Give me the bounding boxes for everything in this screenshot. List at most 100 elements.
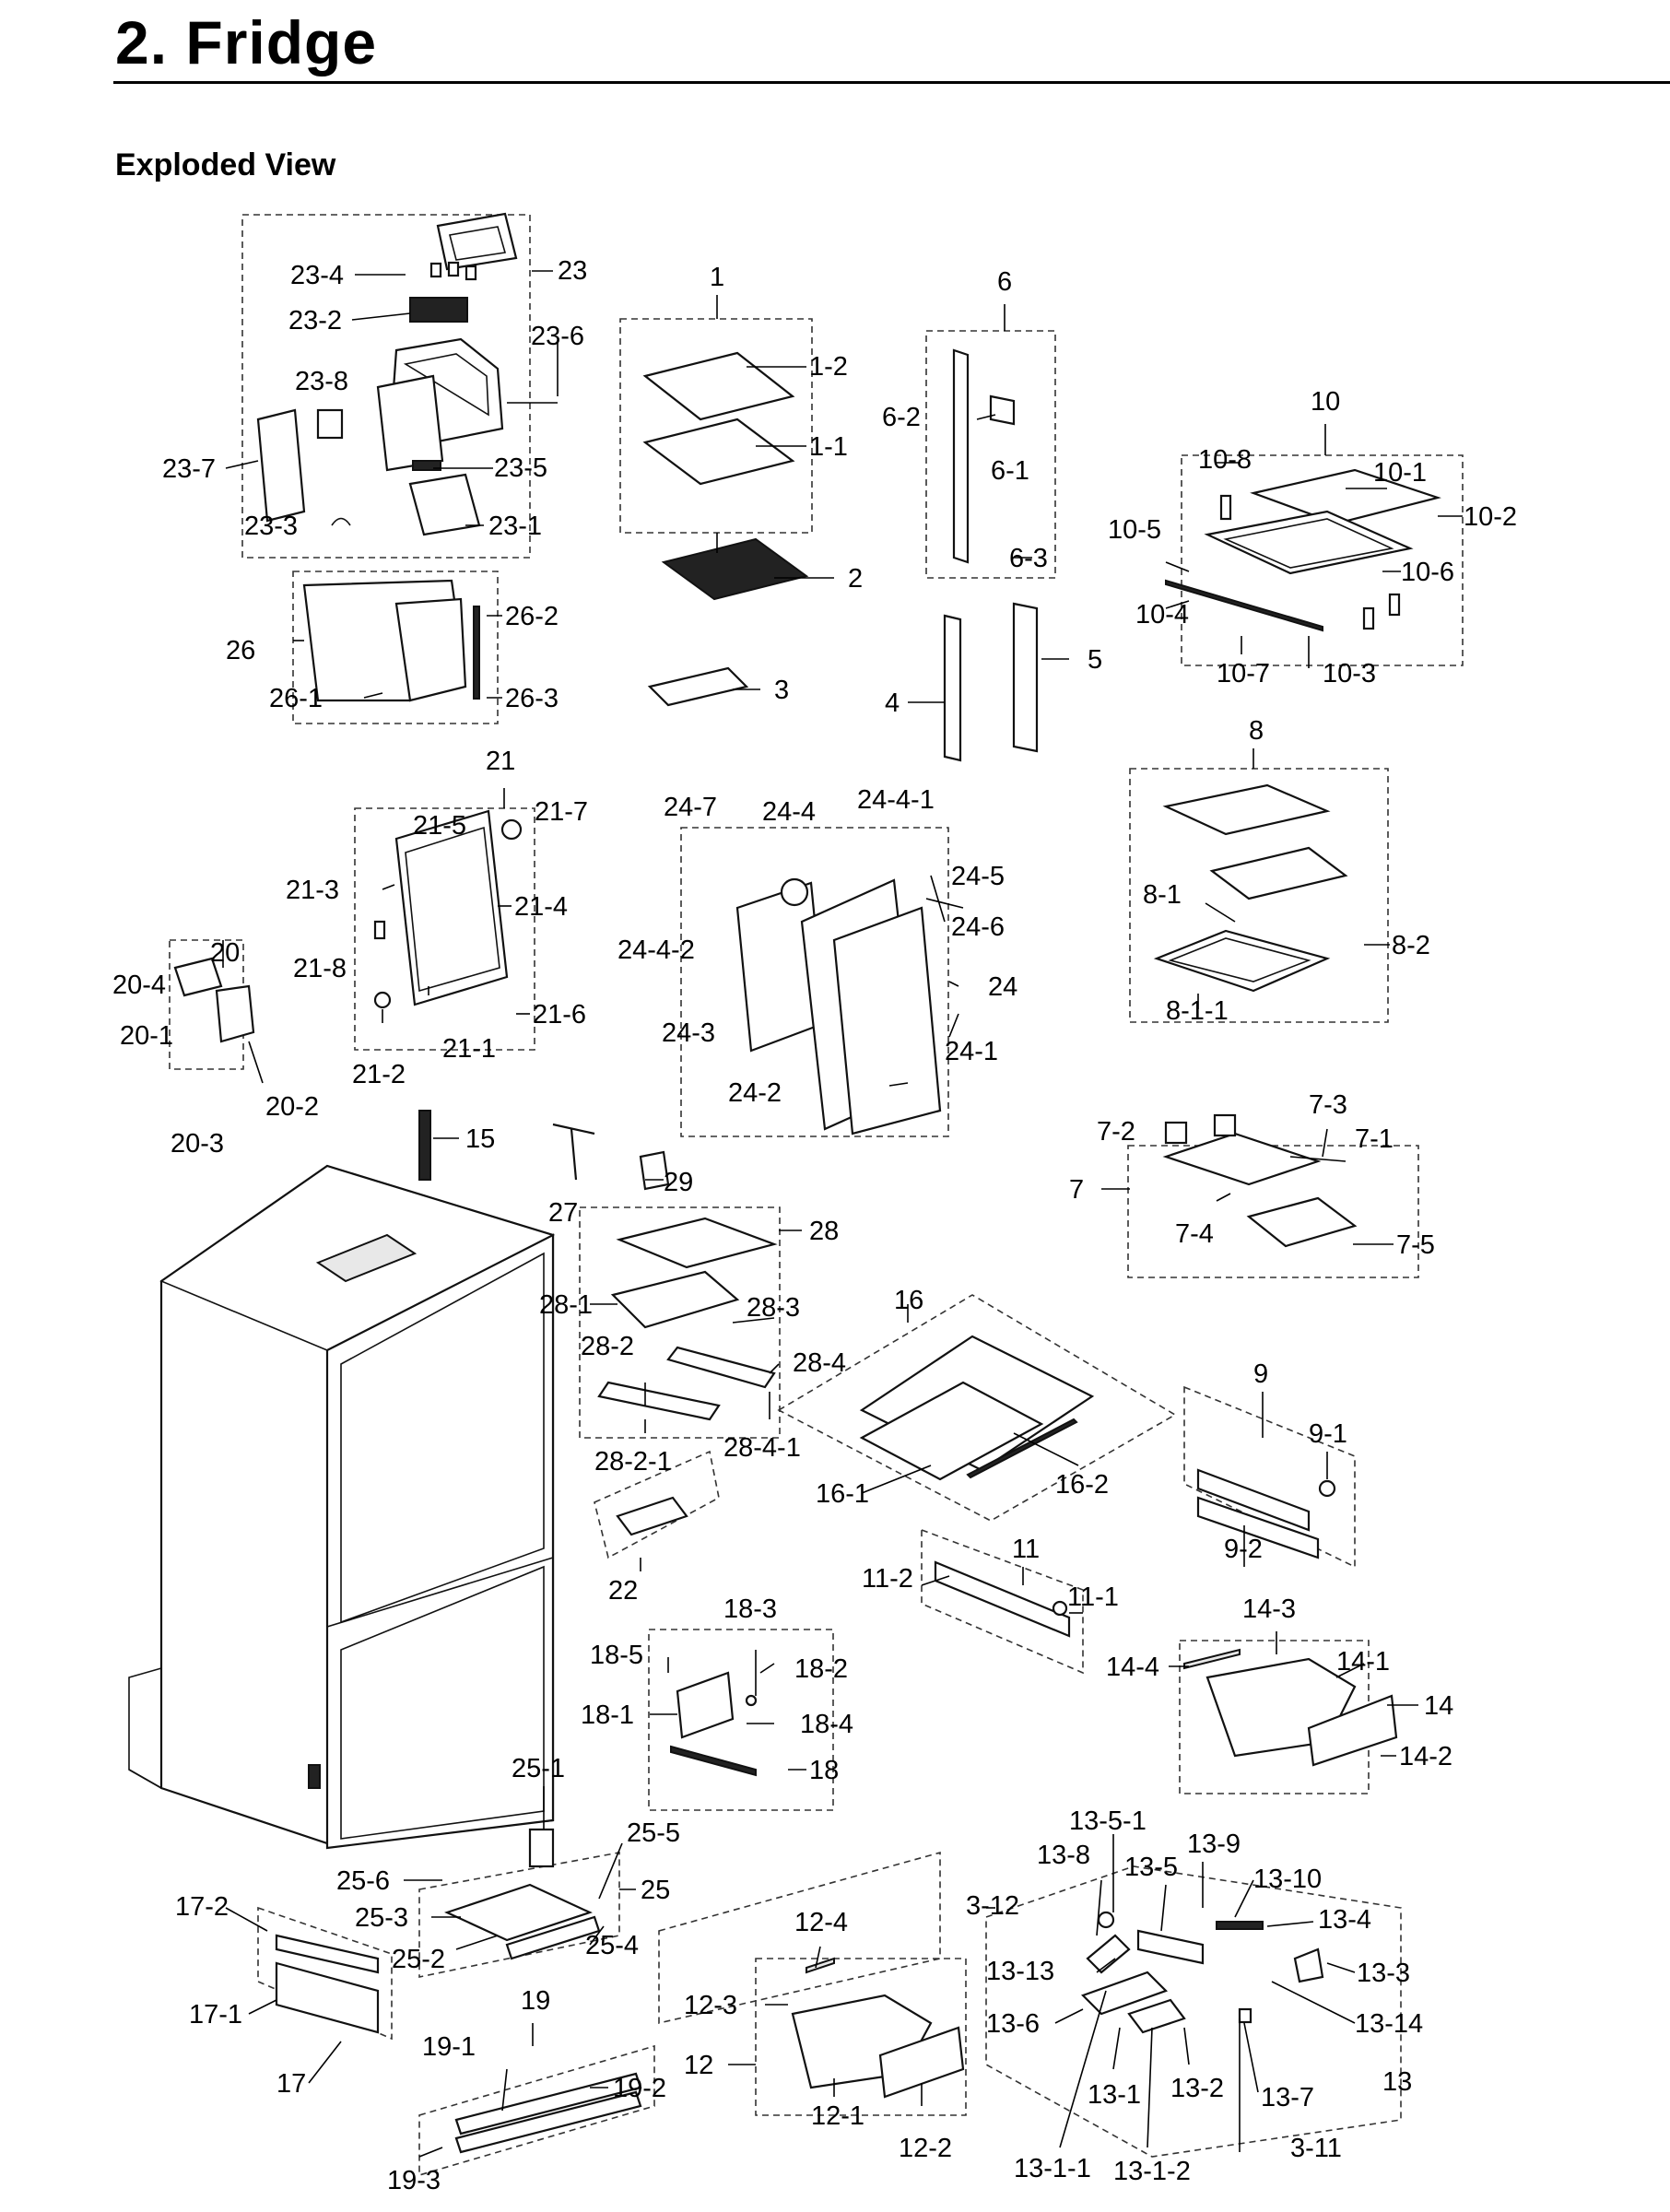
label-24-3: 24-3 xyxy=(662,1018,715,1048)
label-13: 13 xyxy=(1382,2067,1412,2097)
label-14-2: 14-2 xyxy=(1399,1742,1452,1771)
label-22: 22 xyxy=(608,1576,638,1606)
label-19-3: 19-3 xyxy=(387,2166,441,2195)
label-16-2: 16-2 xyxy=(1055,1470,1109,1500)
label-9-1: 9-1 xyxy=(1309,1419,1347,1449)
label-23: 23 xyxy=(558,256,587,286)
label-19: 19 xyxy=(521,1986,550,2016)
freezer-shelf-parts xyxy=(642,351,809,707)
label-23-4: 23-4 xyxy=(290,261,344,290)
section-title: Exploded View xyxy=(115,147,336,182)
label-8-2: 8-2 xyxy=(1392,931,1430,960)
label-5: 5 xyxy=(1088,645,1102,675)
label-19-2: 19-2 xyxy=(613,2074,666,2103)
label-13-9: 13-9 xyxy=(1187,1830,1241,1859)
label-20-1: 20-1 xyxy=(120,1021,173,1051)
label-18: 18 xyxy=(809,1756,839,1785)
label-10-5: 10-5 xyxy=(1108,515,1161,545)
cover-assembly-19 xyxy=(454,2072,642,2154)
label-21-6: 21-6 xyxy=(533,1000,586,1030)
label-8-1: 8-1 xyxy=(1143,880,1182,910)
label-16: 16 xyxy=(894,1286,923,1315)
label-11-1: 11-1 xyxy=(1067,1583,1119,1612)
label-14-4: 14-4 xyxy=(1106,1653,1159,1682)
label-23-1: 23-1 xyxy=(488,512,542,541)
label-26-1: 26-1 xyxy=(269,684,323,713)
label-23-3: 23-3 xyxy=(244,512,298,541)
label-17-2: 17-2 xyxy=(175,1892,229,1922)
label-13-14: 13-14 xyxy=(1355,2009,1423,2039)
label-10-3: 10-3 xyxy=(1323,659,1376,688)
label-1: 1 xyxy=(710,263,724,292)
label-13-10: 13-10 xyxy=(1253,1865,1322,1894)
shelf-assembly-8 xyxy=(1153,783,1348,993)
page-title: 2. Fridge xyxy=(115,8,378,76)
label-12-2: 12-2 xyxy=(899,2134,952,2163)
drawer-assembly-14 xyxy=(1183,1648,1398,1767)
label-10-1: 10-1 xyxy=(1373,458,1427,488)
label-10: 10 xyxy=(1311,387,1340,417)
fridge-cabinet xyxy=(128,1164,556,1850)
label-25-6: 25-6 xyxy=(336,1866,390,1896)
label-6-2: 6-2 xyxy=(882,403,921,432)
label-23-7: 23-7 xyxy=(162,454,216,484)
label-18-2: 18-2 xyxy=(794,1654,848,1684)
evaporator-assembly xyxy=(373,809,523,1009)
title-underline xyxy=(113,81,1670,84)
label-7-3: 7-3 xyxy=(1309,1090,1347,1120)
ice-maker-assembly xyxy=(256,212,518,536)
label-12: 12 xyxy=(684,2051,713,2080)
label-28-2-1: 28-2-1 xyxy=(594,1447,672,1477)
label-24-5: 24-5 xyxy=(951,862,1005,891)
label-8: 8 xyxy=(1249,716,1264,746)
label-13-8: 13-8 xyxy=(1037,1841,1090,1870)
label-24-6: 24-6 xyxy=(951,912,1005,942)
label-25-1: 25-1 xyxy=(512,1754,565,1783)
label-7-5: 7-5 xyxy=(1396,1230,1435,1260)
label-24-2: 24-2 xyxy=(728,1078,782,1108)
label-12-3: 12-3 xyxy=(684,1991,737,2020)
rail-assembly-11 xyxy=(934,1560,1071,1638)
rail-assembly-9 xyxy=(1196,1468,1336,1559)
label-18-1: 18-1 xyxy=(581,1700,634,1730)
small-parts-upper xyxy=(418,1110,670,1191)
label-20-3: 20-3 xyxy=(171,1129,224,1159)
label-24-4: 24-4 xyxy=(762,797,816,827)
label-10-2: 10-2 xyxy=(1464,502,1517,532)
label-3: 3 xyxy=(774,676,789,705)
label-13-3: 13-3 xyxy=(1357,1959,1410,1988)
label-26: 26 xyxy=(226,636,255,665)
label-26-3: 26-3 xyxy=(505,684,559,713)
label-18-4: 18-4 xyxy=(800,1710,853,1739)
label-8-1-1: 8-1-1 xyxy=(1166,996,1229,1026)
label-4: 4 xyxy=(885,688,900,718)
label-14-1: 14-1 xyxy=(1336,1647,1390,1677)
label-6-3: 6-3 xyxy=(1009,544,1048,573)
label-24-4-1: 24-4-1 xyxy=(857,785,935,815)
label-6-1: 6-1 xyxy=(991,456,1029,486)
label-18-3: 18-3 xyxy=(723,1594,777,1624)
label-7-1: 7-1 xyxy=(1355,1124,1394,1154)
label-28-4-1: 28-4-1 xyxy=(723,1433,801,1463)
label-27: 27 xyxy=(548,1198,578,1228)
dispenser-assembly-13 xyxy=(1080,1911,1324,2034)
label-11: 11 xyxy=(1012,1535,1040,1564)
shelf-assembly-10 xyxy=(1165,468,1441,632)
label-3-12: 3-12 xyxy=(966,1891,1019,1921)
label-11-2: 11-2 xyxy=(862,1564,913,1594)
drawer-assembly-25 xyxy=(444,1828,601,1960)
label-24-4-2: 24-4-2 xyxy=(617,935,695,965)
shelf-assembly-28 xyxy=(597,1217,778,1421)
label-13-6: 13-6 xyxy=(986,2009,1040,2039)
label-24-1: 24-1 xyxy=(945,1037,998,1066)
label-18-5: 18-5 xyxy=(590,1641,643,1670)
label-28-4: 28-4 xyxy=(793,1348,846,1378)
label-17: 17 xyxy=(276,2069,306,2099)
label-13-1: 13-1 xyxy=(1088,2080,1141,2110)
label-23-5: 23-5 xyxy=(494,453,547,483)
callout-labels: 23-4 23 23-2 23-6 23-8 23-7 23-5 23-3 23… xyxy=(112,256,1517,2195)
cover-assembly-18 xyxy=(670,1671,758,1777)
label-21-4: 21-4 xyxy=(514,892,568,922)
label-16-1: 16-1 xyxy=(816,1479,869,1509)
